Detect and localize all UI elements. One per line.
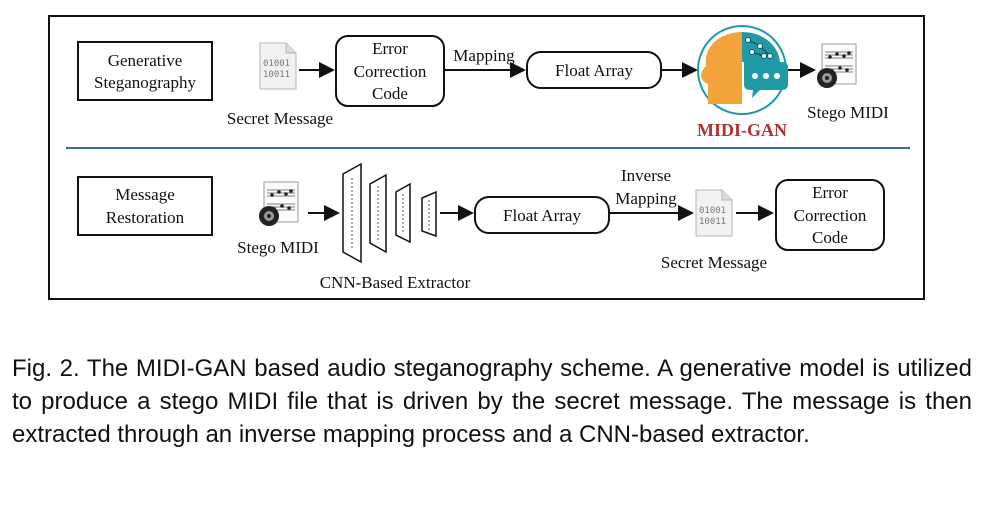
cnn-extractor-label: CNN-Based Extractor [320, 273, 471, 292]
generative-label-line2: Steganography [94, 73, 196, 92]
secret-message-output-document-icon: 01001 10011 [695, 189, 733, 237]
midi-gan-label: MIDI-GAN [697, 120, 787, 140]
error-correction-code-box-bottom [775, 179, 885, 251]
secret-message-output-label: Secret Message [661, 253, 767, 272]
stego-midi-icon [816, 43, 857, 89]
inverse-mapping-line1: Inverse [621, 166, 671, 185]
scheme-diagram: Generative Steganography 01001 10011 Sec… [48, 15, 925, 300]
mapping-label: Mapping [453, 46, 515, 65]
stego-midi-input-icon [258, 181, 299, 227]
float-array-label-bottom: Float Array [503, 206, 581, 225]
message-restoration-box [77, 176, 213, 236]
generative-steganography-box [77, 41, 213, 101]
top-row: Generative Steganography 01001 10011 Sec… [77, 25, 889, 140]
error-correction-code-box [335, 35, 445, 107]
ecc-bottom-line3: Code [812, 228, 848, 247]
stego-midi-label: Stego MIDI [807, 103, 889, 122]
float-array-box-bottom [474, 196, 610, 234]
ecc-bottom-line1: Error [812, 183, 848, 202]
stego-midi-input-label: Stego MIDI [237, 238, 319, 257]
generative-label-line1: Generative [108, 51, 183, 70]
bits-line2-bottom: 10011 [699, 217, 726, 227]
figure-caption: Fig. 2. The MIDI-GAN based audio stegano… [12, 355, 972, 448]
secret-message-label: Secret Message [227, 109, 333, 128]
bits-line2: 10011 [263, 70, 290, 80]
cnn-extractor-icon [342, 162, 437, 264]
ecc-bottom-line2: Correction [794, 206, 867, 225]
midi-gan-logo [697, 25, 788, 115]
ecc-line3: Code [372, 84, 408, 103]
ecc-line2: Correction [354, 62, 427, 81]
bits-line1: 01001 [263, 59, 290, 69]
float-array-label: Float Array [555, 61, 633, 80]
secret-message-document-icon: 01001 10011 [259, 42, 297, 90]
figure-frame [48, 15, 925, 300]
restoration-label-line1: Message [115, 185, 174, 204]
inverse-mapping-line2: Mapping [615, 189, 677, 208]
bottom-row: Message Restoration Stego MIDI CNN-Based… [77, 162, 885, 292]
ecc-line1: Error [372, 39, 408, 58]
restoration-label-line2: Restoration [106, 208, 185, 227]
float-array-box [526, 51, 662, 89]
bits-line1-bottom: 01001 [699, 206, 726, 216]
